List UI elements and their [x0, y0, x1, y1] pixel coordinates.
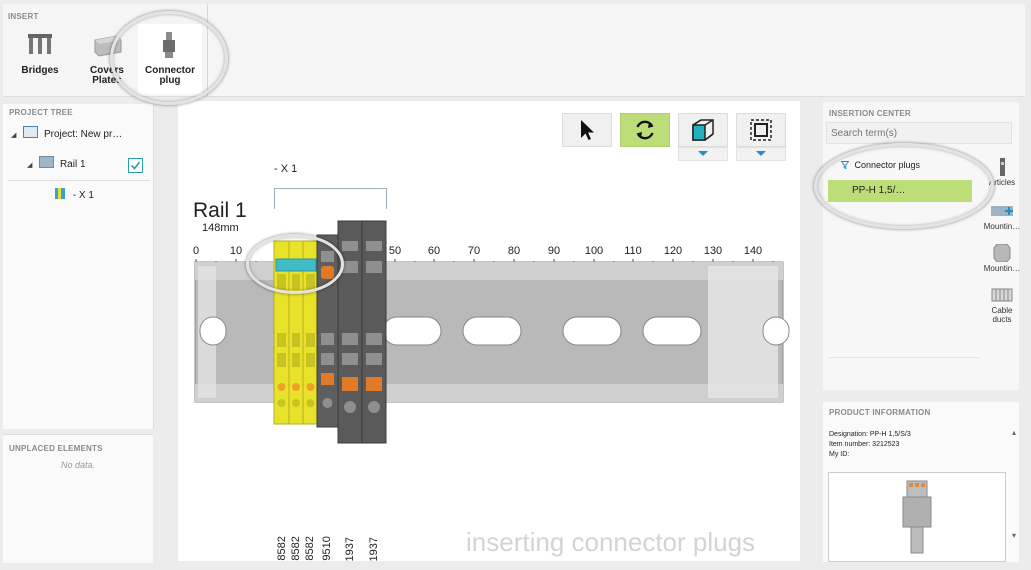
- project-tree-panel: PROJECT TREE ◢ Project: New pr… ◢ Rail 1…: [3, 104, 154, 429]
- group-bracket: [274, 188, 387, 209]
- selection-frame-icon: [750, 119, 772, 141]
- rail-drawing: [194, 220, 790, 444]
- category-mounting-2[interactable]: Mountin…: [981, 243, 1023, 273]
- category-label: Cable ducts: [991, 306, 1013, 324]
- group-label: - X 1: [274, 163, 298, 175]
- selection-frame-dropdown[interactable]: [736, 147, 786, 161]
- designation-text: Designation: PP-H 1,5/S/3: [829, 431, 911, 438]
- unplaced-title: UNPLACED ELEMENTS: [9, 444, 103, 453]
- project-folder-icon: [23, 126, 39, 138]
- category-label: Mountin…: [983, 264, 1021, 273]
- product-details: Designation: PP-H 1,5/S/3 Item number: 3…: [829, 430, 911, 460]
- select-tool-button[interactable]: [562, 113, 612, 147]
- category-label: Mountin…: [983, 222, 1021, 231]
- ruler-tick-label: 50: [388, 245, 402, 257]
- project-label: Project: New pr…: [43, 129, 123, 140]
- covers-label: Covers: [90, 65, 124, 76]
- ruler-tick-label: 60: [427, 245, 441, 257]
- tree-item-terminal-group[interactable]: - X 1: [55, 188, 94, 204]
- tree-item-project[interactable]: ◢ Project: New pr…: [11, 126, 122, 142]
- insert-title: INSERT: [8, 12, 39, 21]
- highlight-ring-connector-plugs: [814, 143, 994, 229]
- bridges-tool[interactable]: Bridges: [8, 24, 72, 94]
- pointer-icon: [581, 120, 594, 140]
- ruler-tick-label: 110: [624, 245, 642, 257]
- highlight-ring-connector-tool: [110, 11, 228, 105]
- ruler-tick-label: 90: [547, 245, 561, 257]
- article-number: 3211937: [344, 536, 356, 561]
- 3d-view-dropdown[interactable]: [678, 147, 728, 161]
- bridges-icon: [20, 30, 60, 60]
- scroll-down-icon[interactable]: ▾: [1011, 531, 1016, 540]
- articles-icon: [991, 158, 1013, 176]
- item-number-text: Item number: 3212523: [829, 441, 900, 448]
- product-image: [828, 472, 1006, 562]
- unplaced-elements-panel: UNPLACED ELEMENTS No data.: [3, 434, 153, 563]
- 3d-view-button[interactable]: [678, 113, 728, 147]
- project-tree-title: PROJECT TREE: [9, 108, 73, 117]
- article-number: 3209510: [321, 536, 333, 561]
- product-information-panel: PRODUCT INFORMATION Designation: PP-H 1,…: [823, 402, 1019, 562]
- bridges-label: Bridges: [21, 65, 59, 76]
- plates-label: Plates: [92, 75, 122, 86]
- ruler-tick-label: 10: [229, 245, 243, 257]
- expand-triangle-icon[interactable]: ◢: [27, 162, 33, 169]
- cube-view-icon: [692, 119, 714, 141]
- search-input[interactable]: [826, 122, 1012, 144]
- category-articles[interactable]: Articles: [981, 158, 1023, 187]
- ruler-tick-label: 130: [703, 245, 723, 257]
- mounting-accessory-icon: [991, 243, 1013, 263]
- watermark-caption: inserting connector plugs: [466, 527, 756, 557]
- ruler-tick-label: 100: [584, 245, 604, 257]
- refresh-button[interactable]: [620, 113, 670, 147]
- article-number: 3208582: [276, 536, 288, 561]
- list-divider: [829, 357, 979, 358]
- ruler-tick-label: 0: [192, 245, 200, 257]
- rail-length: 148mm: [202, 222, 239, 234]
- rail-icon: [39, 156, 55, 168]
- rail-canvas[interactable]: - X 1 Rail 1 148mm 0 10 2 50 60 70 80 90…: [178, 101, 800, 561]
- highlight-ring-bridge: [246, 234, 344, 294]
- din-rail-icon: [991, 202, 1013, 220]
- terminal-grey-wide-2[interactable]: [361, 220, 387, 444]
- ruler-tick-label: 120: [663, 245, 683, 257]
- my-id-text: My ID:: [829, 451, 850, 458]
- ruler-tick-label: 80: [507, 245, 521, 257]
- selection-frame-button[interactable]: [736, 113, 786, 147]
- rail-visible-checkbox[interactable]: [128, 158, 143, 173]
- category-cable-ducts[interactable]: Cable ducts: [981, 286, 1023, 324]
- cable-duct-icon: [991, 286, 1013, 304]
- tree-divider: [8, 180, 150, 181]
- expand-triangle-icon[interactable]: ◢: [11, 132, 17, 139]
- terminal-group-label: - X 1: [72, 190, 94, 201]
- rail-title: Rail 1: [193, 199, 247, 222]
- ruler-tick-label: 140: [743, 245, 763, 257]
- article-number: 3211937: [368, 536, 380, 561]
- article-number: 3208582: [290, 536, 302, 561]
- scroll-up-icon[interactable]: ▴: [1011, 428, 1016, 437]
- refresh-icon: [636, 120, 654, 140]
- product-info-scrollbar[interactable]: ▴ ▾: [1009, 428, 1019, 546]
- insertion-center-title: INSERTION CENTER: [829, 109, 911, 118]
- ruler-tick-label: 70: [467, 245, 481, 257]
- terminal-block-icon: [55, 188, 65, 199]
- unplaced-empty-text: No data.: [60, 460, 96, 470]
- category-label: Articles: [988, 178, 1016, 187]
- category-mounting-1[interactable]: Mountin…: [981, 202, 1023, 231]
- terminal-grey-wide-1[interactable]: [337, 220, 363, 444]
- product-info-title: PRODUCT INFORMATION: [829, 408, 931, 417]
- rail-label: Rail 1: [59, 159, 86, 170]
- connector-plug-image: [902, 480, 932, 554]
- checkmark-icon: [130, 161, 141, 170]
- tree-item-rail[interactable]: ◢ Rail 1: [27, 156, 86, 172]
- article-number: 3208582: [304, 536, 316, 561]
